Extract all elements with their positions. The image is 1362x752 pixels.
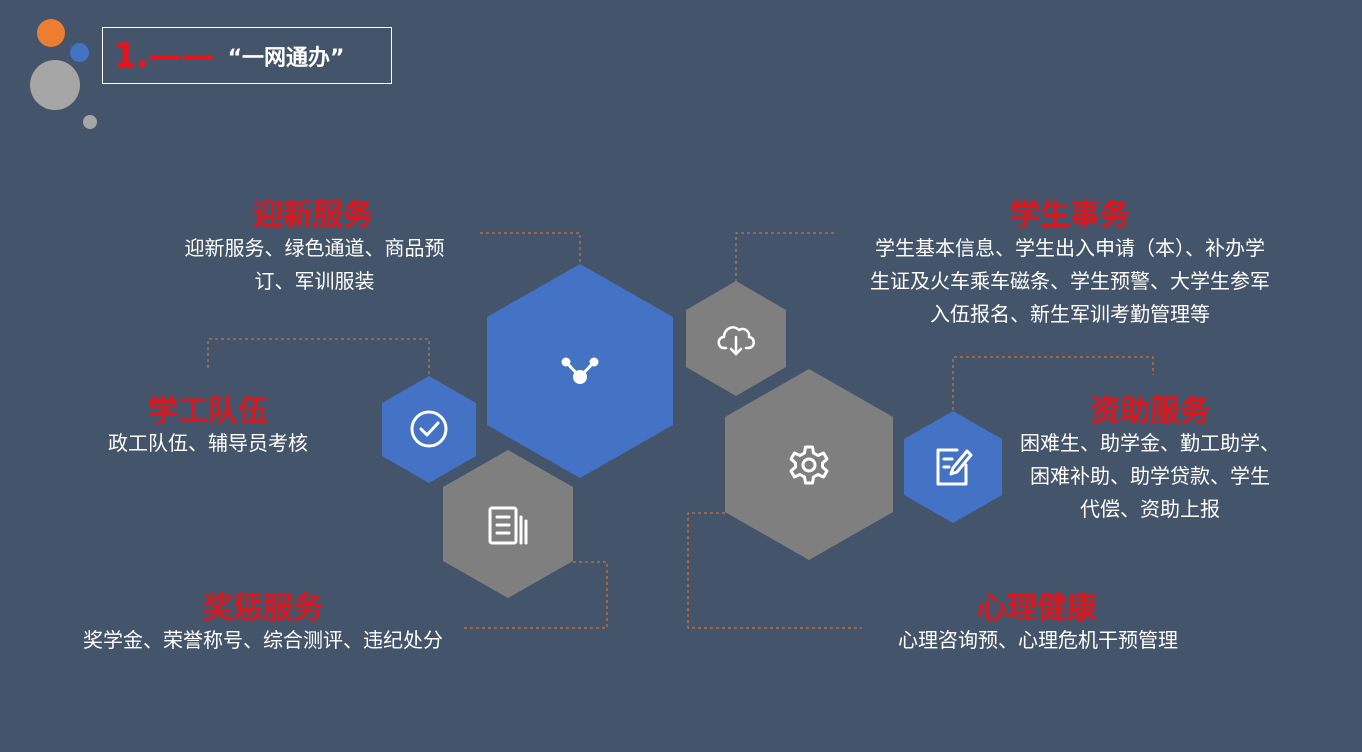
desc-welcome: 迎新服务、绿色通道、商品预 订、军训服装 (142, 232, 487, 298)
desc-aid-line: 困难生、助学金、勤工助学、 (1020, 431, 1280, 455)
decor-dot-gray-small (83, 115, 97, 129)
hexagon-mental (725, 369, 893, 560)
hexagon-team (382, 376, 476, 483)
heading-reward: 奖惩服务 (203, 591, 323, 626)
desc-aid: 困难生、助学金、勤工助学、 困难补助、助学贷款、学生 代偿、资助上报 (1000, 427, 1300, 526)
desc-mental: 心理咨询预、心理危机干预管理 (858, 624, 1218, 657)
heading-mental: 心理健康 (977, 591, 1097, 626)
connector-aid (952, 356, 1154, 410)
edit-document-icon (936, 448, 973, 486)
cloud-download-icon (717, 326, 755, 356)
heading-aid: 资助服务 (1090, 394, 1210, 429)
title-number: 1.—— (113, 35, 215, 76)
desc-welcome-line: 迎新服务、绿色通道、商品预 (184, 236, 445, 260)
desc-affairs-line: 入伍报名、新生军训考勤管理等 (930, 302, 1210, 326)
share-nodes-icon (561, 357, 599, 384)
check-circle-icon (410, 410, 448, 448)
decor-dot-blue (70, 43, 89, 62)
heading-welcome: 迎新服务 (253, 198, 373, 233)
connector-team (207, 338, 430, 376)
desc-reward-line: 奖学金、荣誉称号、综合测评、违纪处分 (83, 628, 443, 652)
title-box: 1.—— “一网通办” (102, 27, 392, 84)
desc-team: 政工队伍、辅导员考核 (72, 427, 344, 460)
document-list-icon (488, 506, 528, 545)
desc-team-line: 政工队伍、辅导员考核 (108, 431, 308, 455)
heading-affairs: 学生事务 (1010, 198, 1130, 233)
desc-affairs-line: 生证及火车乘车磁条、学生预警、大学生参军 (870, 269, 1270, 293)
page-title: “一网通办” (227, 45, 345, 71)
desc-aid-line: 代偿、资助上报 (1080, 497, 1220, 521)
gear-icon (789, 445, 829, 485)
desc-mental-line: 心理咨询预、心理危机干预管理 (898, 628, 1178, 652)
desc-affairs: 学生基本信息、学生出入申请（本）、补办学 生证及火车乘车磁条、学生预警、大学生参… (820, 232, 1320, 331)
desc-affairs-line: 学生基本信息、学生出入申请（本）、补办学 (875, 236, 1265, 260)
heading-team: 学工队伍 (148, 394, 268, 429)
decor-dot-orange (37, 19, 65, 47)
desc-aid-line: 困难补助、助学贷款、学生 (1030, 464, 1270, 488)
desc-reward: 奖学金、荣誉称号、综合测评、违纪处分 (40, 624, 486, 657)
connector-affairs (735, 232, 835, 282)
connector-mental (687, 512, 862, 629)
connector-welcome (480, 232, 581, 265)
connector-reward (462, 561, 608, 629)
decor-dot-gray-large (30, 60, 80, 110)
desc-welcome-line: 订、军训服装 (254, 269, 375, 293)
